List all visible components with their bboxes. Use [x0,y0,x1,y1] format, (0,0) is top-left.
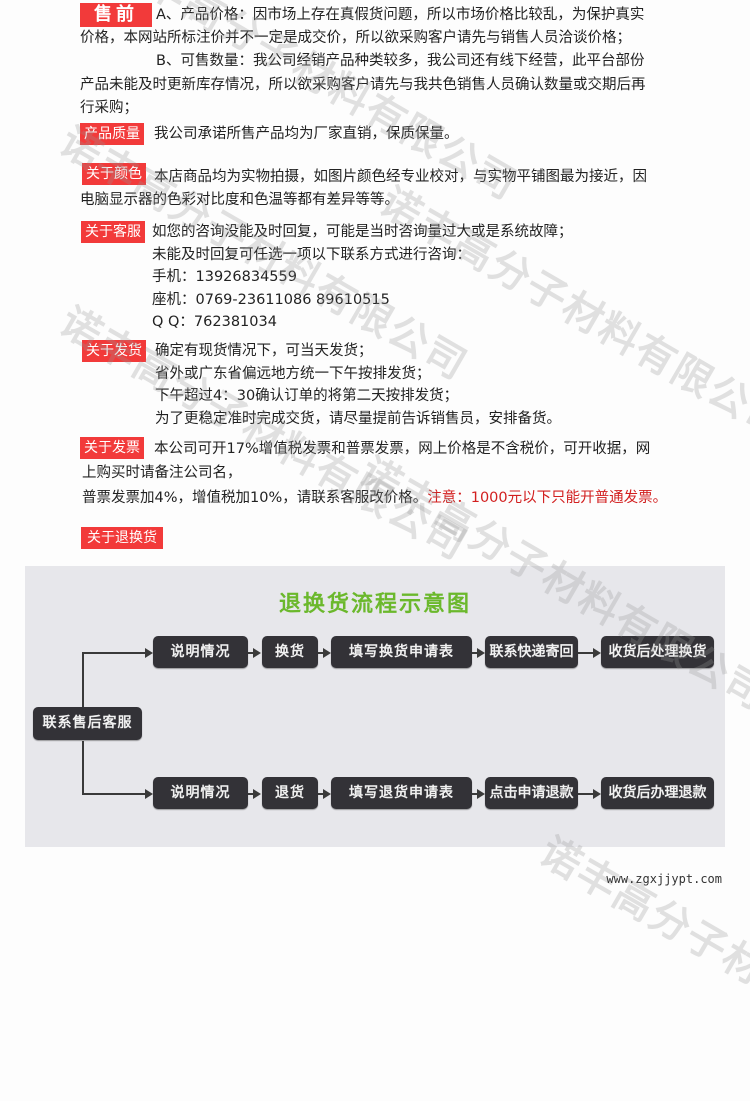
connector [318,652,324,654]
connector-vertical [82,652,84,707]
invoice-text-line2: 上购买时请备注公司名， [82,465,242,481]
presale-text-line2: 价格，本网站所标注价并不一定是成交价，所以欲采购客户请先与销售人员洽谈价格； [80,30,631,46]
color-text-line1: 本店商品均为实物拍摄，如图片颜色经专业校对，与实物平铺图最为接近，因 [154,169,647,185]
shipping-text-line3: 下午超过4：30确认订单的将第二天按排发货； [155,388,459,404]
connector [472,652,478,654]
shipping-label: 关于发货 [82,340,146,362]
connector [248,652,254,654]
exchange-step-1: 说明情况 [153,636,248,668]
connector-top-horizontal [82,652,147,654]
service-mobile: 手机：13926834559 [152,269,297,285]
return-step-4: 点击申请退款 [485,777,578,809]
presale-text-line5: 行采购； [80,100,138,116]
arrow-icon [477,789,485,799]
connector [248,793,254,795]
return-step-2: 退货 [262,777,318,809]
exchange-step-4: 联系快递寄回 [485,636,578,668]
exchange-step-3: 填写换货申请表 [331,636,472,668]
return-exchange-flowchart: 退换货流程示意图 联系售后客服 说明情况 换货 填写换货申请表 联系快递寄回 收… [25,566,725,847]
arrow-icon [323,648,331,658]
shipping-text-line4: 为了更稳定准时完成交货，请尽量提前告诉销售员，安排备货。 [155,411,561,427]
flow-start-contact-service: 联系售后客服 [33,707,142,740]
arrow-icon [593,789,601,799]
connector [318,793,324,795]
return-step-3: 填写退货申请表 [331,777,472,809]
arrow-icon [477,648,485,658]
invoice-surcharge-text: 普票发票加4%，增值税加10%，请联系客服改价格。 [82,490,428,506]
color-label: 关于颜色 [82,163,146,185]
returns-label: 关于退换货 [81,527,163,549]
service-text-line1: 如您的咨询没能及时回复，可能是当时咨询量过大或是系统故障； [152,224,573,240]
shipping-text-line2: 省外或广东省偏远地方统一下午按排发货； [155,366,431,382]
service-landline: 座机：0769-23611086 89610515 [152,292,390,308]
service-label: 关于客服 [81,221,145,243]
return-step-5: 收货后办理退款 [601,777,714,809]
connector [578,793,594,795]
invoice-label: 关于发票 [80,437,144,459]
presale-text-line3: B、可售数量：我公司经销产品种类较多，我公司还有线下经营，此平台部份 [156,53,645,69]
connector [472,793,478,795]
presale-text-line4: 产品未能及时更新库存情况，所以欲采购客户请先与我共色销售人员确认数量或交期后再 [80,77,646,93]
service-text-line2: 未能及时回复可任选一项以下联系方式进行咨询： [152,247,471,263]
invoice-text-line3: 普票发票加4%，增值税加10%，请联系客服改价格。注意：1000元以下只能开普通… [82,487,667,509]
presale-label: 售前 [80,3,152,27]
flowchart-title: 退换货流程示意图 [278,592,471,617]
service-qq: Q Q：762381034 [152,314,277,330]
connector-bottom-horizontal [82,793,147,795]
invoice-text-line1: 本公司可开17%增值税发票和普票发票，网上价格是不含税价，可开收据，网 [154,441,651,457]
arrow-icon [593,648,601,658]
footer-url: www.zgxjjypt.com [606,872,722,886]
shipping-text-line1: 确定有现货情况下，可当天发货； [155,343,373,359]
watermark-text: 诺丰高分子材料有限公司 [532,828,750,1100]
quality-label: 产品质量 [80,123,144,145]
presale-text-line1: A、产品价格：因市场上存在真假货问题，所以市场价格比较乱，为保护真实 [156,7,645,23]
return-step-1: 说明情况 [153,777,248,809]
arrow-icon [145,648,153,658]
connector [578,652,594,654]
quality-text: 我公司承诺所售产品均为厂家直销，保质保量。 [154,126,459,142]
connector-vertical-lower [82,741,84,793]
color-text-line2: 电脑显示器的色彩对比度和色温等都有差异等等。 [80,192,399,208]
invoice-notice: 注意：1000元以下只能开普通发票。 [427,490,668,506]
exchange-step-2: 换货 [262,636,318,668]
exchange-step-5: 收货后处理换货 [601,636,714,668]
arrow-icon [323,789,331,799]
arrow-icon [253,789,261,799]
arrow-icon [253,648,261,658]
arrow-icon [145,789,153,799]
